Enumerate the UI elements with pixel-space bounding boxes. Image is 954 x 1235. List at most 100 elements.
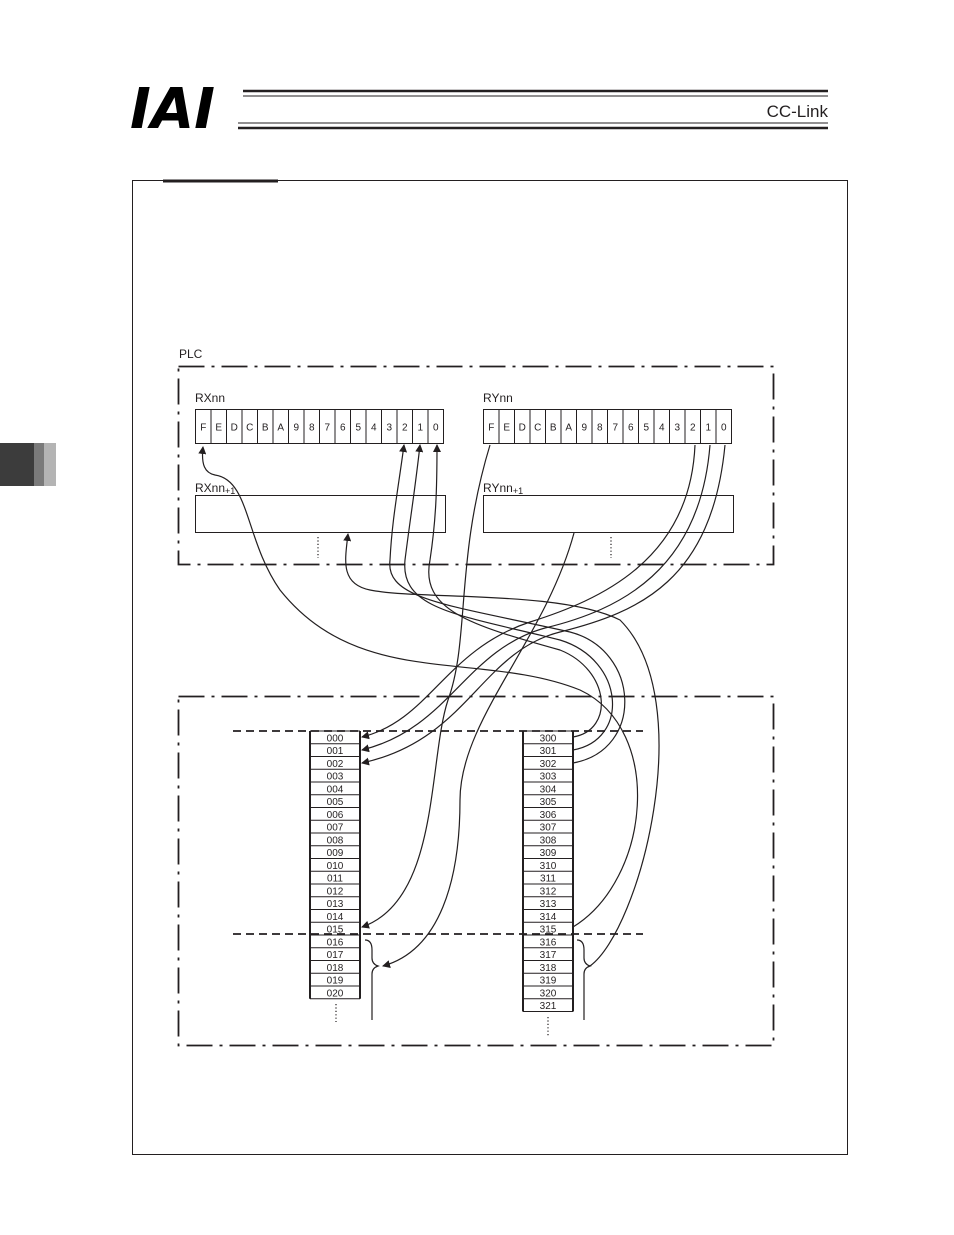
rx-next-label: RXnn+1 [195, 481, 235, 496]
input-port-number: 005 [327, 797, 344, 808]
input-port-number: 000 [327, 733, 344, 744]
input-port-number: 006 [327, 810, 344, 821]
rx-bit-label: 2 [402, 423, 408, 434]
input-port-number: 013 [327, 899, 344, 910]
mapping-ry2-to-port002 [362, 445, 725, 763]
input-port-number: 009 [327, 848, 344, 859]
input-port-number: 008 [327, 835, 344, 846]
content-frame [133, 181, 848, 1155]
controller-block: 0000010020030040050060070080090100110120… [179, 697, 774, 1046]
input-extra-bracket [365, 940, 378, 1020]
input-port-number: 019 [327, 976, 344, 987]
output-port-number: 315 [540, 925, 557, 936]
rx-bit-label: 1 [417, 423, 423, 434]
ry-bit-label: 4 [659, 423, 665, 434]
chapter-tab-light [44, 443, 56, 486]
output-port-number: 307 [540, 823, 557, 834]
output-port-number: 320 [540, 988, 557, 999]
rx-bit-label: 3 [386, 423, 392, 434]
rx-bit-label: B [262, 423, 269, 434]
output-port-number: 305 [540, 797, 557, 808]
output-port-number: 309 [540, 848, 557, 859]
output-port-number: 317 [540, 950, 557, 961]
input-port-number: 018 [327, 963, 344, 974]
rx-bit-label: 6 [340, 423, 346, 434]
ry-bit-label: 9 [581, 423, 587, 434]
chapter-tab-dark [0, 443, 34, 486]
input-port-number: 015 [327, 925, 344, 936]
input-port-column: 0000010020030040050060070080090100110120… [310, 731, 360, 999]
output-port-number: 318 [540, 963, 557, 974]
input-port-number: 002 [327, 759, 344, 770]
ry-bit-label: 2 [690, 423, 696, 434]
ry-bit-label: 8 [597, 423, 603, 434]
rx-bit-label: 9 [293, 423, 299, 434]
ry-next-label: RYnn+1 [483, 481, 523, 496]
ry-bit-label: 0 [721, 423, 727, 434]
ry-bit-label: 3 [674, 423, 680, 434]
rx-bit-label: D [231, 423, 238, 434]
chapter-tab-mid [34, 443, 44, 486]
input-port-number: 017 [327, 950, 344, 961]
output-port-number: 314 [540, 912, 557, 923]
output-port-number: 302 [540, 759, 557, 770]
ry-bit-label: 1 [705, 423, 711, 434]
input-port-number: 014 [327, 912, 344, 923]
ry-next-register [484, 496, 734, 533]
rx-bit-label: A [277, 423, 284, 434]
input-port-number: 010 [327, 861, 344, 872]
input-port-number: 016 [327, 937, 344, 948]
rx-bit-label: E [215, 423, 222, 434]
output-port-number: 301 [540, 746, 557, 757]
rx-bit-label: 7 [324, 423, 330, 434]
output-port-number: 312 [540, 886, 557, 897]
output-port-column: 3003013023033043053063073083093103113123… [523, 731, 573, 1012]
output-port-number: 313 [540, 899, 557, 910]
ry-bit-label: B [550, 423, 557, 434]
rx-bit-label: 5 [355, 423, 361, 434]
rx-bit-label: 8 [309, 423, 315, 434]
output-port-number: 303 [540, 772, 557, 783]
controller-boundary [179, 697, 774, 1046]
chapter-tab [0, 443, 56, 486]
output-port-number: 311 [540, 874, 556, 885]
output-port-number: 321 [540, 1001, 557, 1012]
output-port-number: 319 [540, 976, 557, 987]
input-port-number: 001 [327, 746, 344, 757]
page-header: IAI CC-Link [130, 77, 828, 142]
rx-bit-label: F [200, 423, 206, 434]
mapping-port316-to-rxnext [346, 534, 659, 966]
ry-bit-label: 6 [628, 423, 634, 434]
output-port-number: 308 [540, 835, 557, 846]
rx-next-register [196, 496, 446, 533]
product-title: CC-Link [767, 102, 829, 121]
output-port-number: 300 [540, 733, 557, 744]
plc-label: PLC [179, 347, 203, 361]
input-port-number: 012 [327, 886, 344, 897]
mapping-ry0-to-port000 [362, 445, 695, 737]
output-port-number: 316 [540, 937, 557, 948]
input-port-number: 007 [327, 823, 344, 834]
ry-bit-label: F [488, 423, 494, 434]
ry-bit-label: A [565, 423, 572, 434]
output-port-number: 310 [540, 861, 557, 872]
ry-register-label: RYnn [483, 391, 513, 405]
output-port-number: 306 [540, 810, 557, 821]
ry-bit-label: D [519, 423, 526, 434]
input-port-number: 020 [327, 988, 344, 999]
rx-bit-label: 4 [371, 423, 377, 434]
input-port-number: 004 [327, 784, 344, 795]
rx-bit-label: 0 [433, 423, 439, 434]
ry-bit-label: 5 [643, 423, 649, 434]
rx-register-label: RXnn [195, 391, 225, 405]
ry-bit-label: C [534, 423, 541, 434]
input-port-number: 011 [327, 874, 343, 885]
ry-bit-label: E [503, 423, 510, 434]
mapping-ryf-to-port015 [362, 445, 490, 927]
ry-bit-label: 7 [612, 423, 618, 434]
signal-mappings [203, 445, 726, 966]
